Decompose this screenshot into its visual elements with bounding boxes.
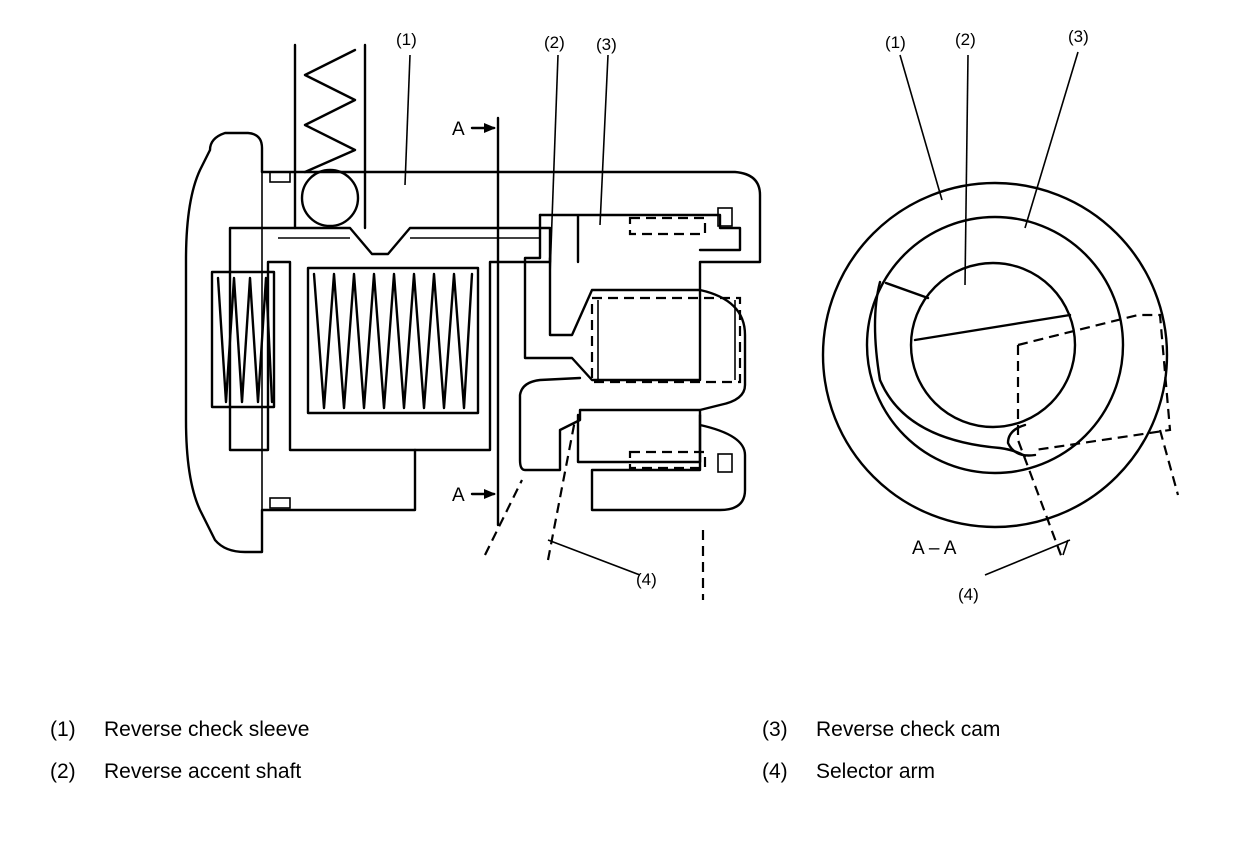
cam-track	[873, 280, 1027, 458]
leader-left-2	[549, 54, 559, 276]
callout-right-2: (2)	[955, 30, 976, 49]
cam-circle	[865, 215, 1125, 475]
legend-number: (1)	[50, 718, 76, 741]
callout-left-3: (3)	[596, 35, 617, 54]
shaft-flat	[913, 313, 1072, 342]
callout-right-4: (4)	[958, 585, 979, 604]
reverse-check-cam	[538, 213, 742, 464]
leader-right-3	[1024, 51, 1079, 229]
cross-section-view: (1) (2) (3) (4) A – A	[821, 27, 1180, 604]
legend-text: Reverse check cam	[816, 718, 1001, 741]
leader-left-1	[404, 54, 411, 186]
legend-text: Reverse check sleeve	[104, 718, 310, 741]
flange-key-bottom	[269, 497, 291, 509]
arm-tip	[1006, 423, 1037, 457]
reverse-check-sleeve	[228, 226, 552, 452]
cam-notch	[884, 281, 930, 300]
legend-number: (3)	[762, 718, 788, 741]
section-arrowhead-bottom	[484, 489, 496, 499]
section-view-title: A – A	[912, 538, 957, 559]
callout-right-3: (3)	[1068, 27, 1089, 46]
shaft-circle	[909, 261, 1077, 429]
callout-left-2: (2)	[544, 33, 565, 52]
cam-cap-top	[717, 207, 733, 227]
inner-spring-box	[306, 266, 480, 415]
section-mark-top: A	[452, 119, 465, 140]
outer-spring-box	[210, 270, 276, 409]
callout-right-1: (1)	[885, 33, 906, 52]
mechanism-diagram: A A (1) (2) (3) (4) (1) (2) (3) (4) A – …	[184, 27, 1180, 604]
callout-left-4: (4)	[636, 570, 657, 589]
detent-ball	[300, 168, 360, 228]
leader-left-3	[599, 54, 609, 226]
leader-left-4	[547, 539, 641, 576]
legend-item: (1) Reverse check sleeve	[50, 718, 309, 742]
selector-arm-side	[484, 419, 577, 561]
reverse-accent-shaft	[523, 213, 702, 382]
arm-end-tick	[1062, 539, 1069, 556]
sleeve-outer-circle	[821, 181, 1169, 529]
shaft-hidden-bore	[590, 296, 742, 384]
selector-arm-section	[1016, 313, 1180, 559]
callout-left-1: (1)	[396, 30, 417, 49]
legend-item: (4) Selector arm	[762, 760, 935, 784]
legend-item: (3) Reverse check cam	[762, 718, 1000, 742]
legend-number: (2)	[50, 760, 76, 783]
detent-spring	[303, 48, 357, 174]
section-mark-bottom: A	[452, 485, 465, 506]
legend-text: Selector arm	[816, 760, 936, 783]
legend-item: (2) Reverse accent shaft	[50, 760, 301, 784]
flange-key-top	[269, 171, 291, 183]
left-flange	[184, 131, 417, 554]
legend-number: (4)	[762, 760, 788, 783]
leader-right-4	[984, 539, 1071, 576]
cam-pin-bottom	[628, 450, 707, 470]
legend-text: Reverse accent shaft	[104, 760, 302, 783]
inner-spring	[312, 272, 474, 410]
housing-outline	[260, 170, 762, 512]
leader-right-1	[899, 54, 943, 201]
outer-spring	[216, 276, 274, 404]
leader-right-2	[964, 54, 969, 286]
side-section-view: A A (1) (2) (3) (4)	[184, 30, 762, 600]
cam-pin-top	[628, 216, 707, 236]
section-arrowhead-top	[484, 123, 496, 133]
cam-cap-bottom	[717, 453, 733, 473]
